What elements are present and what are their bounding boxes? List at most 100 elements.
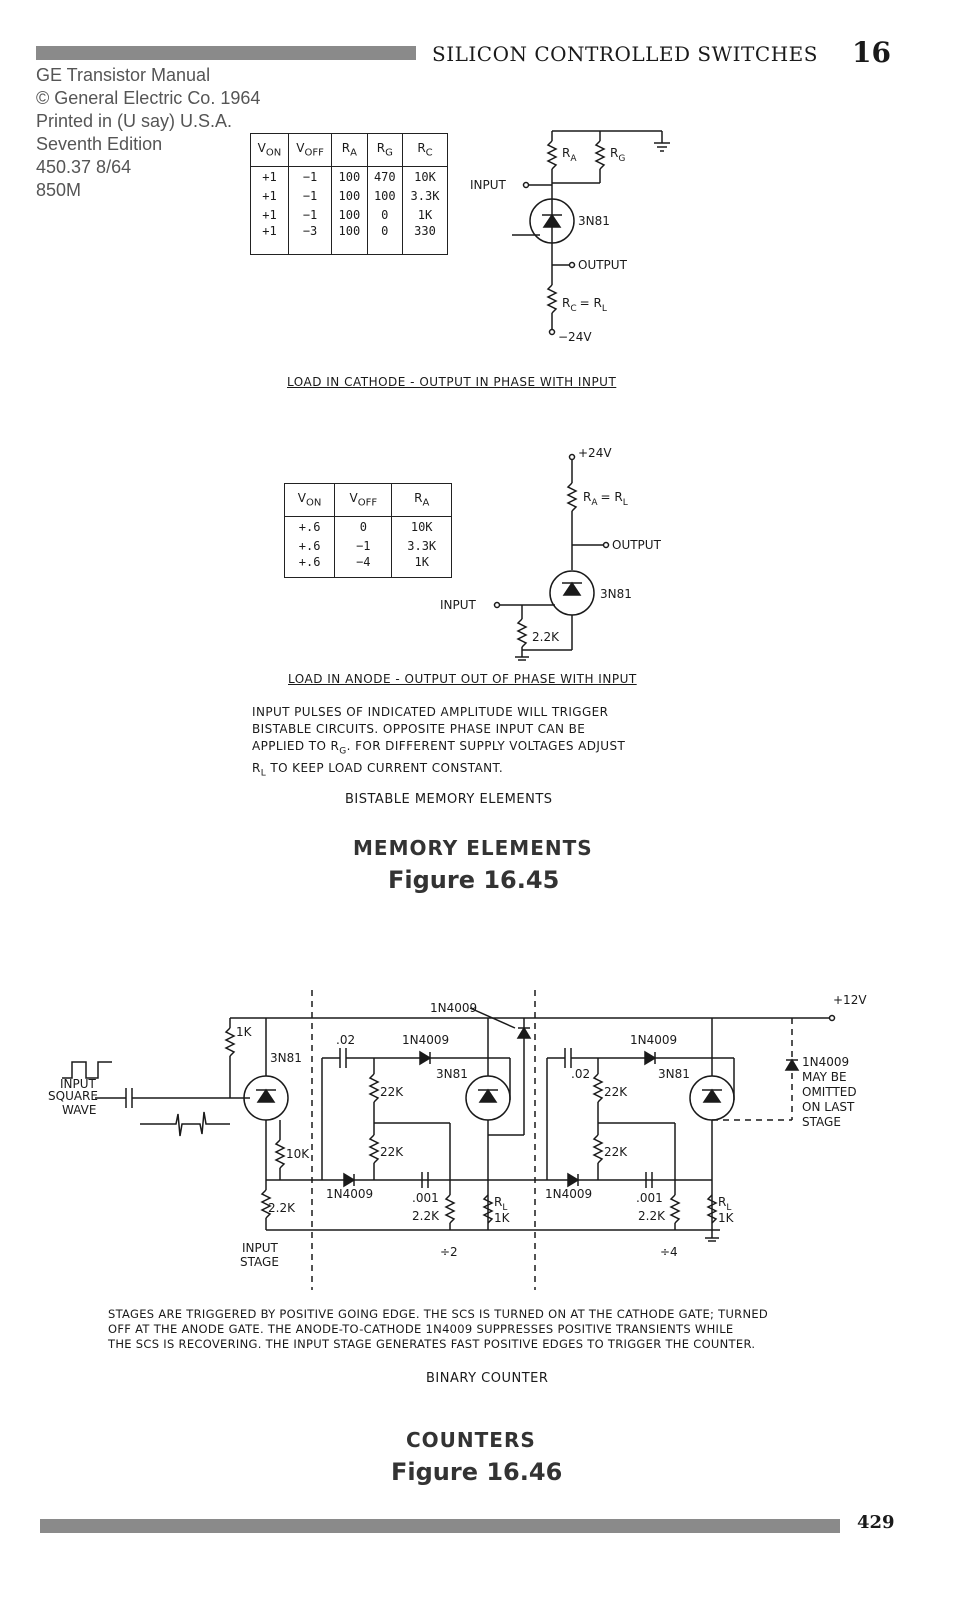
memory-note: INPUT PULSES OF INDICATED AMPLITUDE WILL…: [252, 704, 625, 783]
cell: 100: [331, 205, 368, 224]
ra-label: RA= RL: [583, 490, 628, 508]
meta-line: Seventh Edition: [36, 134, 163, 154]
figure-label-1645: Figure 16.45: [388, 866, 560, 894]
binary-counter-circuit: +12V 1N4009 1K 3N81 INPUT SQUARE WAVE 10…: [48, 990, 867, 1290]
cell: −3: [287, 224, 333, 255]
header-ra: RA: [391, 483, 452, 517]
resistor-label: 10K: [286, 1147, 310, 1161]
omit-note: STAGE: [802, 1115, 841, 1129]
note-line: THE SCS IS RECOVERING. THE INPUT STAGE G…: [108, 1337, 756, 1351]
resistor-label: 22K: [380, 1085, 404, 1099]
note-line: RL TO KEEP LOAD CURRENT CONSTANT.: [252, 761, 504, 779]
device-label: 3N81: [578, 214, 610, 228]
cell: 3.3K: [401, 186, 449, 205]
divide-label: ÷2: [440, 1245, 458, 1259]
omit-note: OMITTED: [802, 1085, 857, 1099]
note-line: INPUT PULSES OF INDICATED AMPLITUDE WILL…: [252, 705, 609, 719]
input-label: WAVE: [62, 1103, 96, 1117]
note-line: OFF AT THE ANODE GATE. THE ANODE-TO-CATH…: [108, 1322, 734, 1336]
header-rg: RG: [366, 133, 403, 167]
device-label: 3N81: [436, 1067, 468, 1081]
circuit2-caption: LOAD IN ANODE - OUTPUT OUT OF PHASE WITH…: [288, 672, 637, 686]
cell: +.6: [283, 516, 336, 536]
capacitor-label: .001: [412, 1191, 439, 1205]
omit-note: ON LAST: [802, 1100, 855, 1114]
page-number: 429: [857, 1512, 895, 1533]
cell: 100: [366, 186, 403, 205]
chapter-title: SILICON CONTROLLED SWITCHES: [432, 42, 818, 66]
anode-load-circuit: +24V RA= RL OUTPUT 3N81 INPUT 2.2K: [440, 446, 662, 661]
cell: 3.3K: [391, 536, 452, 555]
resistor-label: 1K: [236, 1025, 253, 1039]
chapter-number: 16: [852, 36, 891, 69]
supply-label: +12V: [833, 993, 867, 1007]
note-line: APPLIED TO RG. FOR DIFFERENT SUPPLY VOLT…: [252, 739, 626, 757]
input-label: INPUT: [60, 1077, 97, 1091]
input-label: SQUARE: [48, 1089, 98, 1103]
omit-note: 1N4009: [802, 1055, 849, 1069]
header-ra: RA: [331, 133, 368, 167]
note-line: BISTABLE CIRCUITS. OPPOSITE PHASE INPUT …: [252, 722, 586, 736]
cell: +.6: [283, 536, 336, 555]
cell: +.6: [283, 555, 336, 578]
circuit1-output-label: OUTPUT: [578, 258, 628, 272]
cell: 1K: [401, 205, 449, 224]
resistor-label: 22K: [380, 1145, 404, 1159]
cell: +1: [250, 186, 289, 205]
cell: −1: [334, 536, 393, 555]
meta-line: GE Transistor Manual: [36, 65, 211, 85]
circuit2-output-label: OUTPUT: [612, 538, 662, 552]
meta-line: Printed in (U say) U.S.A.: [36, 111, 233, 131]
resistor-label: 2.2K: [638, 1209, 666, 1223]
rl-label: RL: [494, 1195, 507, 1213]
rc-label: RC= RL: [562, 296, 607, 314]
device-label: 3N81: [270, 1051, 302, 1065]
cell: +1: [250, 166, 289, 186]
cell: 10K: [391, 516, 452, 536]
cell: +1: [250, 224, 289, 255]
stage-label: INPUT: [242, 1241, 279, 1255]
device-label: 3N81: [600, 587, 632, 601]
section-title-memory: MEMORY ELEMENTS: [353, 836, 593, 860]
note-line: STAGES ARE TRIGGERED BY POSITIVE GOING E…: [108, 1307, 769, 1321]
cell: −1: [287, 166, 333, 186]
cell: 100: [331, 186, 368, 205]
omit-note: MAY BE: [802, 1070, 847, 1084]
resistor-label: 1K: [494, 1211, 511, 1225]
rg-label: RG: [610, 146, 625, 164]
header-von: VON: [250, 133, 289, 167]
diode-label: 1N4009: [545, 1187, 592, 1201]
bistable-caption: BISTABLE MEMORY ELEMENTS: [345, 792, 553, 807]
cell: −1: [287, 205, 333, 224]
cell: −1: [287, 186, 333, 205]
diode-label: 1N4009: [430, 1001, 477, 1015]
footer-rule: [40, 1519, 840, 1533]
divide-label: ÷4: [660, 1245, 678, 1259]
cell: 10K: [401, 166, 449, 186]
cell: 470: [366, 166, 403, 186]
resistor-label: 2.2K: [268, 1201, 296, 1215]
diode-label: 1N4009: [402, 1033, 449, 1047]
cell: 330: [401, 224, 449, 255]
cell: +1: [250, 205, 289, 224]
capacitor-label: .02: [336, 1033, 355, 1047]
cell: 100: [331, 166, 368, 186]
header-rule: [36, 46, 416, 60]
cathode-load-circuit: INPUT RA RG 3N81 OUTPUT RC= RL −24V: [470, 130, 670, 344]
meta-line: © General Electric Co. 1964: [36, 88, 261, 108]
cell: 0: [366, 224, 403, 255]
circuit1-caption: LOAD IN CATHODE - OUTPUT IN PHASE WITH I…: [287, 375, 617, 389]
capacitor-label: .001: [636, 1191, 663, 1205]
resistor-label: 22K: [604, 1085, 628, 1099]
header-von: VON: [283, 483, 336, 517]
ra-label: RA: [562, 146, 577, 164]
section-title-counters: COUNTERS: [406, 1428, 536, 1452]
meta-line: 850M: [36, 180, 82, 200]
rl-label: RL: [718, 1195, 731, 1213]
meta-line: 450.37 8/64: [36, 157, 132, 177]
diode-label: 1N4009: [326, 1187, 373, 1201]
diode-label: 1N4009: [630, 1033, 677, 1047]
cell: 0: [366, 205, 403, 224]
